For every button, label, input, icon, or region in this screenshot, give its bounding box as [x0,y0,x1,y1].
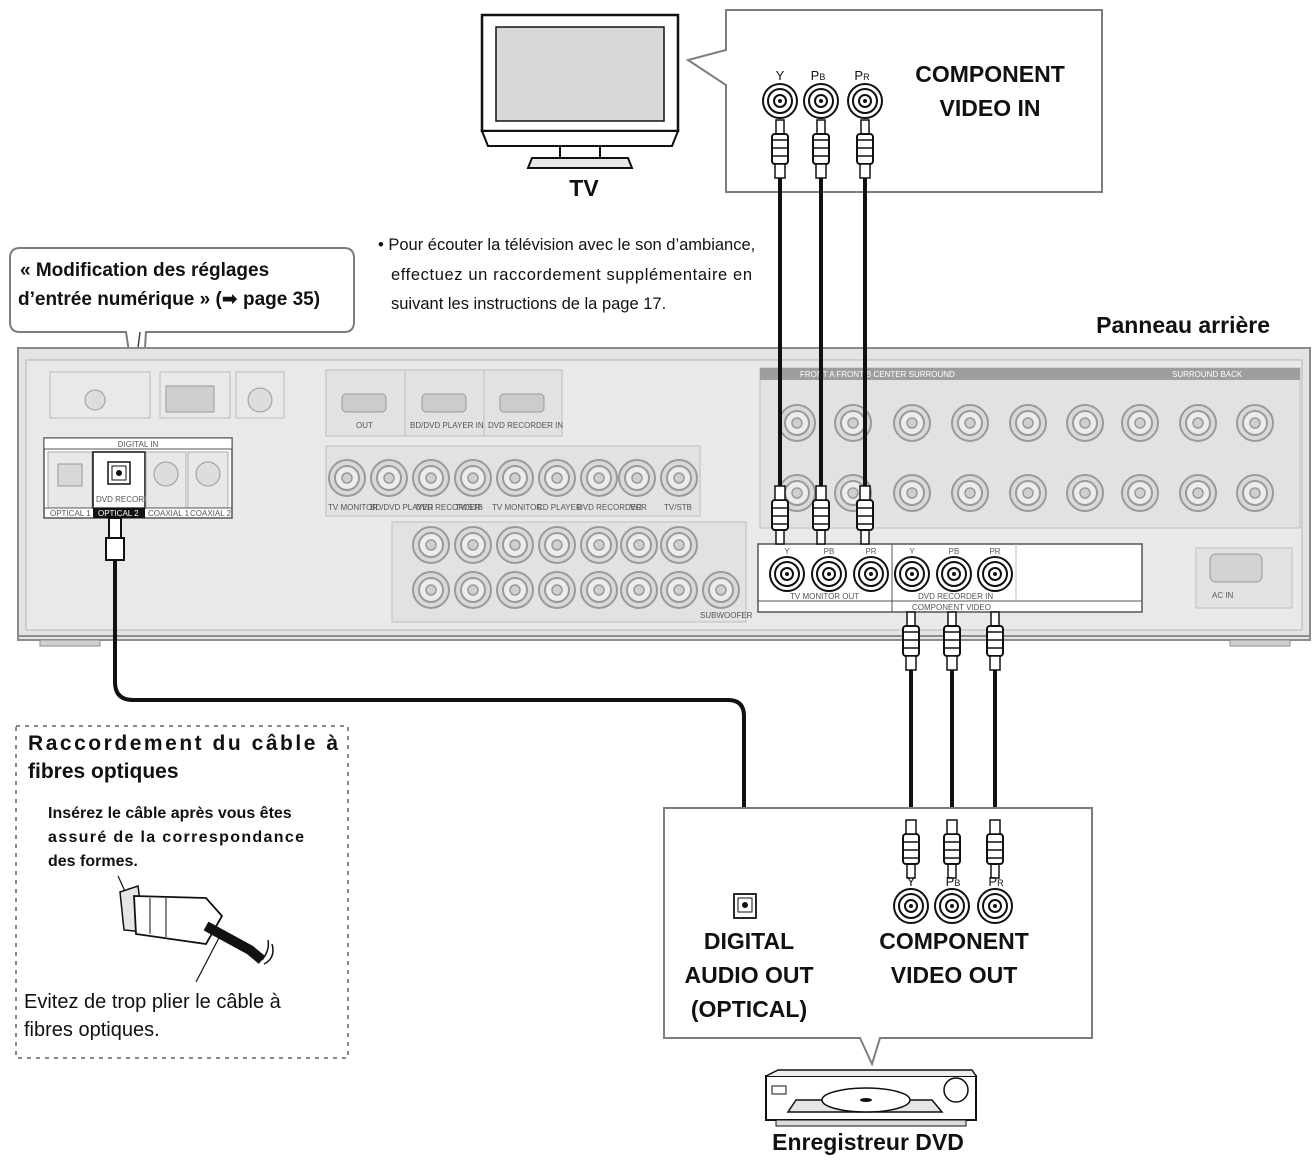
svg-text:Y: Y [784,547,790,556]
tv-jack-label-pr: PR [854,68,870,83]
surround-back-label: SURROUND BACK [1172,370,1243,379]
dvd-recorder-tag: DVD RECORDER [96,495,161,504]
dvd-recorder-icon [765,1069,977,1127]
svg-text:PB: PB [949,547,960,556]
optical-box-title-2: fibres optiques [28,760,179,783]
dvd-recorder-label: Enregistreur DVD [772,1129,964,1155]
tv-jack-y [762,83,798,119]
dvd-recorder-output-box [663,807,1093,1067]
tv-label: TV [569,175,599,201]
digital-in-panel: DIGITAL IN DVD RECORDER OPTICAL 1 OPTICA… [43,437,233,519]
optical-box-instr-2: assuré de la correspondance [48,829,304,846]
dvd-comp-line-1: COMPONENT [879,928,1029,954]
tv-jack-label-y: Y [776,68,785,83]
speaker-label: FRONT A FRONT B CENTER SURROUND [800,370,955,379]
tv-jack-label-pb: PB [811,68,826,83]
tv-component-title-line2: VIDEO IN [940,95,1041,121]
dvd-jack-label-y: Y [907,874,916,889]
hdmi-in2-label: DVD RECORDER IN [488,421,563,430]
dvd-jack-label-pr: PR [988,874,1004,889]
digital-in-label: DIGITAL IN [118,440,159,449]
svg-text:CD PLAYER: CD PLAYER [537,503,582,512]
component-cables-to-tv [778,170,867,486]
dvd-jack-label-pb: PB [946,874,961,889]
svg-text:TV/STB: TV/STB [455,503,483,512]
callout-line-1: « Modification des réglages [20,260,269,281]
dvd-digital-line-2: AUDIO OUT [684,962,813,988]
rear-panel: OUT BD/DVD PLAYER IN DVD RECORDER IN TV … [17,347,1311,647]
coaxial2-label: COAXIAL 2 [190,509,232,518]
tv-icon [480,13,680,169]
svg-text:TV/STB: TV/STB [664,503,692,512]
optical-box-instr-1: Insérez le câble après vous êtes [48,805,292,822]
note-line-3: suivant les instructions de la page 17. [391,295,666,313]
svg-text:DVD RECORDER: DVD RECORDER [577,503,642,512]
dvd-jack-pr [977,888,1013,924]
hdmi-in1-label: BD/DVD PLAYER IN [410,421,484,430]
dvd-digital-line-1: DIGITAL [704,928,794,954]
svg-text:PB: PB [824,547,835,556]
tv-monitor-out-label: TV MONITOR OUT [790,592,859,601]
optical2-label: OPTICAL 2 [98,509,139,518]
component-cables-to-dvd [909,666,997,822]
dvd-jack-pb [934,888,970,924]
note-line-2: effectuez un raccordement supplémentaire… [391,266,752,284]
svg-text:VCR: VCR [630,503,647,512]
tv-jack-pr [847,83,883,119]
video-input-labels: TV MONITOR BD/DVD PLAYER DVD RECORDER TV… [328,503,692,512]
subwoofer-label: SUBWOOFER [700,611,753,620]
dvd-jack-y [893,888,929,924]
optical1-label: OPTICAL 1 [50,509,91,518]
coaxial1-label: COAXIAL 1 [148,509,190,518]
callout-line-2: d’entrée numérique » (➡ page 35) [18,289,320,310]
optical-box-warn-1: Evitez de trop plier le câble à [24,991,282,1013]
ac-in-label: AC IN [1212,591,1234,600]
svg-text:PR: PR [865,547,876,556]
tv-component-title-line1: COMPONENT [915,61,1065,87]
note-line-1: • Pour écouter la télévision avec le son… [378,236,755,254]
tv-jack-pb [803,83,839,119]
svg-text:BD/DVD PLAYER: BD/DVD PLAYER [370,503,434,512]
component-video-panel: Y PB PR Y PB PR TV MONITOR OUT DVD RECOR… [757,543,1143,613]
svg-text:Y: Y [909,547,915,556]
optical-cable-info-box [15,725,349,1059]
tv-component-video-in-box [685,9,1103,193]
svg-text:TV MONITOR: TV MONITOR [492,503,542,512]
svg-text:PR: PR [989,547,1000,556]
optical-box-instr-3: des formes. [48,853,138,870]
optical-box-warn-2: fibres optiques. [24,1019,160,1041]
dvd-digital-line-3: (OPTICAL) [691,996,807,1022]
optical-plug-illustration-icon [117,875,274,983]
svg-text:TV MONITOR: TV MONITOR [328,503,378,512]
optical-box-title-1: Raccordement du câble à [28,732,338,755]
rear-panel-label: Panneau arrière [1096,312,1270,338]
dvd-optical-jack-icon [733,893,757,919]
hdmi-out-label: OUT [356,421,373,430]
dvd-comp-line-2: VIDEO OUT [891,962,1018,988]
tv-jack-labels: Y PB PR [776,68,870,83]
svg-text:DVD RECORDER: DVD RECORDER [416,503,481,512]
cv-dvd-recorder-in-label: DVD RECORDER IN [918,592,993,601]
cv-component-video-label: COMPONENT VIDEO [912,603,991,612]
surround-note: • Pour écouter la télévision avec le son… [378,236,755,313]
